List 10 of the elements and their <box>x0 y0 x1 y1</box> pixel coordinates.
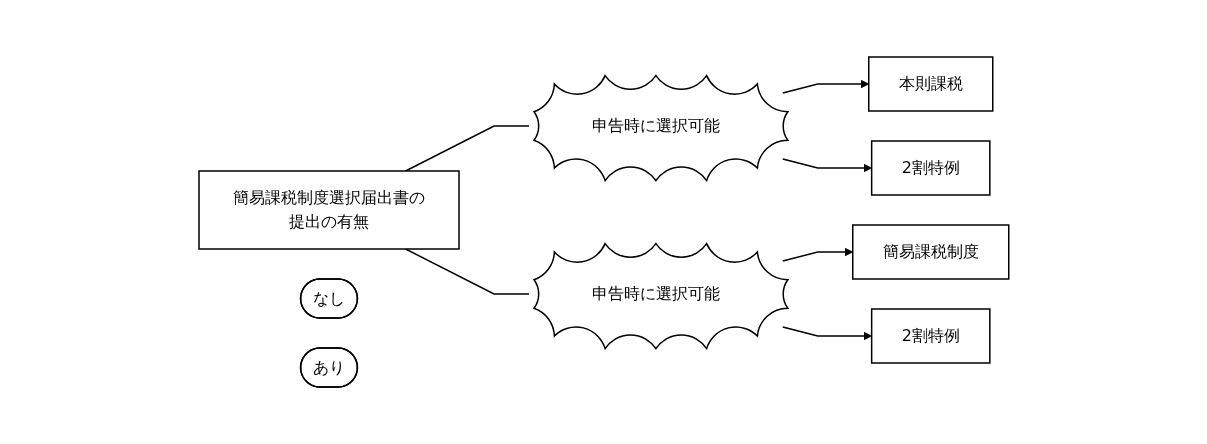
node-box: 2割特例 <box>870 308 991 364</box>
node-box: 本則課税 <box>867 56 994 112</box>
node-box: 簡易課税制度 <box>851 224 1010 280</box>
node-box: 2割特例 <box>870 140 991 196</box>
connector <box>404 125 530 172</box>
arrow <box>781 79 869 94</box>
node-box: 簡易課税制度選択届出書の提出の有無 <box>197 170 460 250</box>
arrow <box>781 326 872 341</box>
arrow <box>781 158 872 173</box>
arrow <box>781 247 853 262</box>
